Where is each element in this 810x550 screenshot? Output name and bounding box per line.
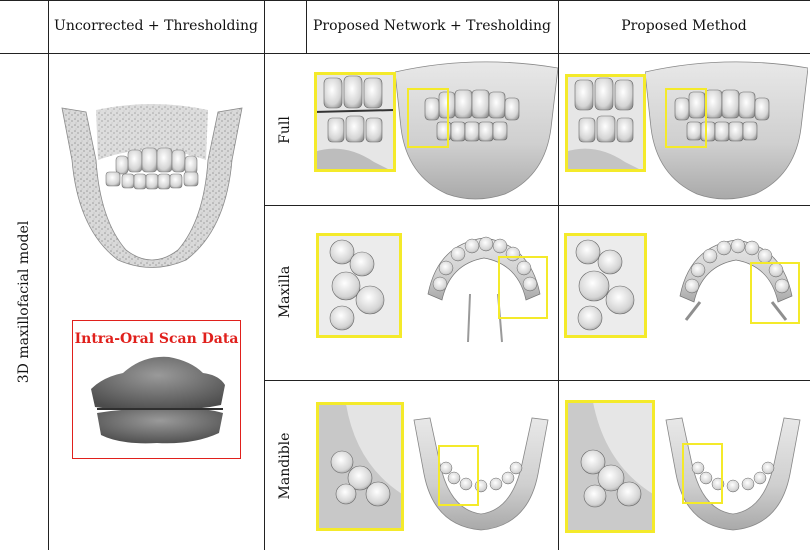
row-rule-2 — [264, 380, 810, 381]
method-maxilla-zoom-box — [564, 233, 647, 338]
intra-oral-scan-image — [91, 356, 225, 444]
col-rule-3 — [306, 0, 307, 53]
intra-oral-scan-box: Intra-Oral Scan Data — [72, 320, 241, 459]
network-mandible-zoom-box — [316, 402, 404, 531]
method-full-skull-image — [645, 58, 808, 200]
col-rule-1 — [48, 0, 49, 550]
method-full-roi-box — [665, 88, 707, 148]
method-mandible-zoom-image — [565, 402, 653, 532]
method-mandible-roi-box — [682, 443, 723, 504]
header-network: Proposed Network + Tresholding — [312, 18, 552, 34]
header-rule — [0, 53, 810, 54]
network-mandible-roi-box — [438, 445, 479, 506]
method-maxilla-zoom-image — [564, 234, 646, 338]
side-label: 3D maxillofacial model — [16, 220, 32, 384]
intra-oral-scan-label: Intra-Oral Scan Data — [74, 331, 239, 347]
method-mandible-zoom-box — [565, 400, 655, 533]
row-label-maxilla: Maxilla — [277, 265, 293, 319]
row-rule-1 — [264, 205, 810, 206]
method-maxilla-roi-box — [750, 262, 800, 324]
top-rule — [0, 0, 810, 1]
col-rule-2 — [264, 0, 265, 550]
network-maxilla-zoom-image — [316, 234, 400, 338]
method-maxilla-arch-image — [670, 226, 802, 346]
row-label-mandible: Mandible — [277, 432, 293, 500]
row-label-full: Full — [277, 116, 293, 144]
network-maxilla-zoom-box — [316, 233, 402, 338]
network-full-roi-box — [407, 88, 449, 148]
network-mandible-image — [410, 414, 552, 532]
network-full-zoom-box — [314, 72, 396, 172]
uncorrected-skull-image — [56, 100, 248, 272]
network-full-skull-image — [395, 58, 558, 200]
network-maxilla-roi-box — [498, 256, 548, 319]
header-uncorrected: Uncorrected + Thresholding — [54, 18, 258, 34]
method-full-zoom-image — [565, 74, 645, 172]
network-mandible-zoom-image — [316, 404, 402, 530]
col-rule-4 — [558, 0, 559, 550]
network-full-zoom-image — [314, 72, 394, 172]
header-method: Proposed Method — [621, 18, 747, 34]
method-full-zoom-box — [565, 74, 646, 172]
